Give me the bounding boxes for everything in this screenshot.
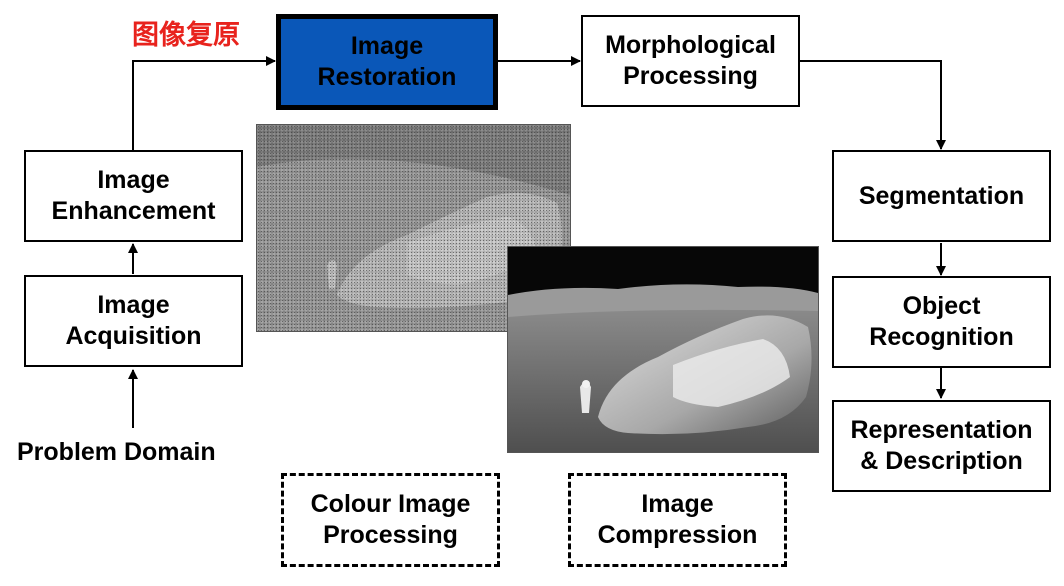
- acquisition-box[interactable]: Image Acquisition: [24, 275, 243, 367]
- arrow-morphological-to-segmentation: [799, 60, 946, 150]
- segmentation-label: Segmentation: [858, 181, 1025, 210]
- representation-label: Representation & Description: [850, 416, 1033, 475]
- object-recognition-label: Object Recognition: [869, 292, 1014, 351]
- restoration-box[interactable]: Image Restoration: [276, 14, 498, 110]
- object-recognition-box[interactable]: Object Recognition: [832, 276, 1051, 368]
- restoration-label: Image Restoration: [317, 32, 457, 91]
- enhancement-label: Image Enhancement: [51, 166, 216, 225]
- acquisition-label: Image Acquisition: [65, 291, 202, 350]
- problem-domain-label: Problem Domain: [17, 438, 216, 466]
- enhancement-box[interactable]: Image Enhancement: [24, 150, 243, 242]
- representation-box[interactable]: Representation & Description: [832, 400, 1051, 492]
- colour-processing-box[interactable]: Colour Image Processing: [281, 473, 500, 567]
- compression-label: Image Compression: [597, 490, 758, 549]
- restoration-chinese-label: 图像复原: [132, 20, 240, 51]
- segmentation-box[interactable]: Segmentation: [832, 150, 1051, 242]
- arrow-enhancement-to-restoration: [132, 56, 276, 150]
- morphological-label: Morphological Processing: [605, 31, 776, 90]
- colour-processing-label: Colour Image Processing: [310, 490, 471, 549]
- compression-box[interactable]: Image Compression: [568, 473, 787, 567]
- morphological-box[interactable]: Morphological Processing: [581, 15, 800, 107]
- restored-moon-photo: [507, 246, 819, 453]
